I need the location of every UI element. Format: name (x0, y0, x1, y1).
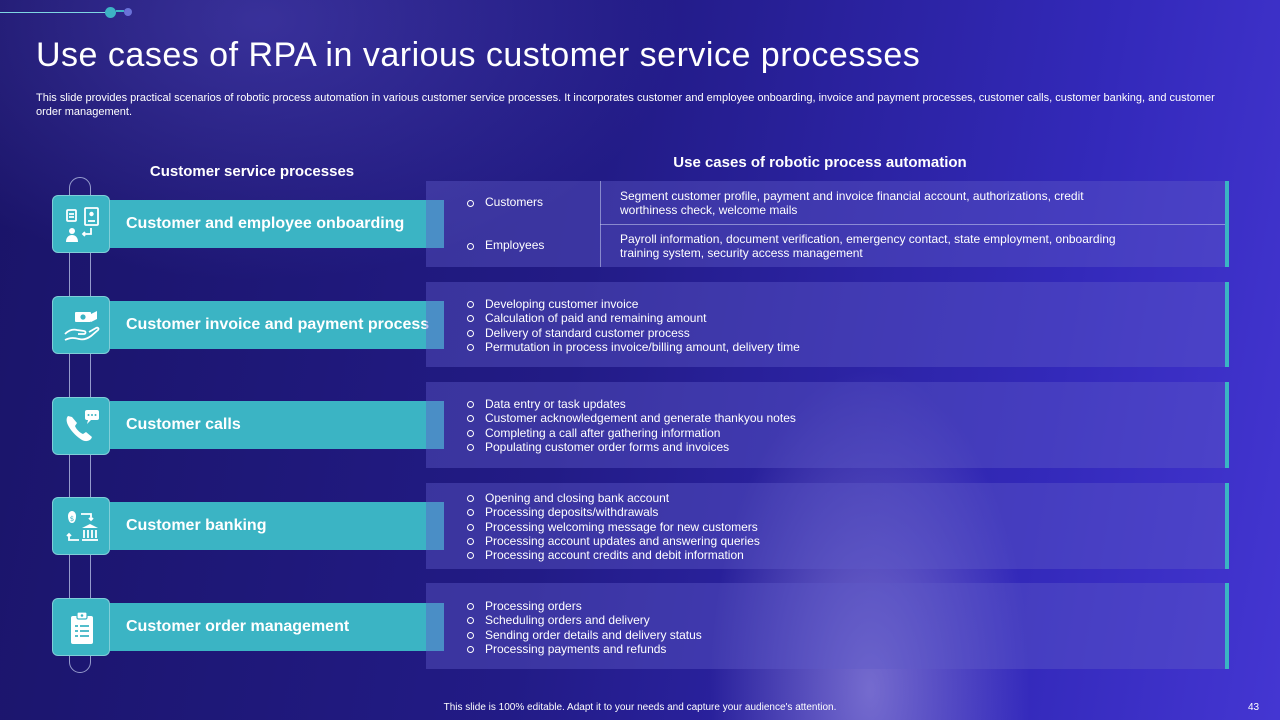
page-subtitle: This slide provides practical scenarios … (36, 92, 1215, 118)
left-column-header: Customer service processes (149, 163, 355, 180)
usecase-panel-calls: Data entry or task updates Customer ackn… (426, 382, 1229, 468)
onboarding-icon (52, 195, 110, 253)
panel-divider (600, 224, 1225, 225)
list-item: Processing account credits and debit inf… (426, 548, 1225, 562)
footer-note: This slide is 100% editable. Adapt it to… (443, 702, 837, 713)
phone-chat-icon (52, 397, 110, 455)
list-item: Permutation in process invoice/billing a… (426, 340, 1225, 354)
sub-row-label: Employees (485, 238, 545, 252)
process-label-invoice-payment: Customer invoice and payment process (110, 301, 444, 349)
right-column-header: Use cases of robotic process automation (673, 154, 967, 171)
corner-decoration (0, 7, 135, 18)
sub-row-description: Segment customer profile, payment and in… (620, 189, 1084, 217)
page-title: Use cases of RPA in various customer ser… (36, 36, 921, 74)
order-clipboard-icon (52, 598, 110, 656)
list-item: Processing payments and refunds (426, 642, 1225, 656)
list-item: Processing welcoming message for new cus… (426, 520, 1225, 534)
svg-text:$: $ (70, 515, 74, 523)
bank-exchange-icon: $ (52, 497, 110, 555)
list-item: Sending order details and delivery statu… (426, 628, 1225, 642)
list-item: Opening and closing bank account (426, 491, 1225, 505)
sub-row-employees: Employees Payroll information, document … (426, 224, 1225, 267)
sub-row-description: Payroll information, document verificati… (620, 232, 1116, 260)
list-item: Processing account updates and answering… (426, 534, 1225, 548)
usecase-list: Processing orders Scheduling orders and … (426, 599, 1225, 656)
usecase-panel-order-management: Processing orders Scheduling orders and … (426, 583, 1229, 669)
list-item: Processing orders (426, 599, 1225, 613)
process-label-order-management: Customer order management (110, 603, 444, 651)
process-label-onboarding: Customer and employee onboarding (110, 200, 444, 248)
list-item: Customer acknowledgement and generate th… (426, 411, 1225, 425)
list-item: Populating customer order forms and invo… (426, 440, 1225, 454)
sub-row-label: Customers (485, 195, 544, 209)
usecase-list: Data entry or task updates Customer ackn… (426, 397, 1225, 454)
payment-hand-icon (52, 296, 110, 354)
list-item: Processing deposits/withdrawals (426, 505, 1225, 519)
page-number: 43 (1248, 702, 1260, 713)
process-label-banking: Customer banking (110, 502, 444, 550)
process-label-calls: Customer calls (110, 401, 444, 449)
list-item: Calculation of paid and remaining amount (426, 311, 1225, 325)
list-item: Data entry or task updates (426, 397, 1225, 411)
usecase-list: Developing customer invoice Calculation … (426, 297, 1225, 354)
list-item: Developing customer invoice (426, 297, 1225, 311)
usecase-panel-banking: Opening and closing bank account Process… (426, 483, 1229, 569)
usecase-panel-onboarding: Customers Segment customer profile, paym… (426, 181, 1229, 267)
sub-row-customers: Customers Segment customer profile, paym… (426, 181, 1225, 224)
usecase-panel-invoice-payment: Developing customer invoice Calculation … (426, 282, 1229, 367)
usecase-list: Opening and closing bank account Process… (426, 491, 1225, 562)
list-item: Scheduling orders and delivery (426, 613, 1225, 627)
list-item: Completing a call after gathering inform… (426, 426, 1225, 440)
list-item: Delivery of standard customer process (426, 326, 1225, 340)
